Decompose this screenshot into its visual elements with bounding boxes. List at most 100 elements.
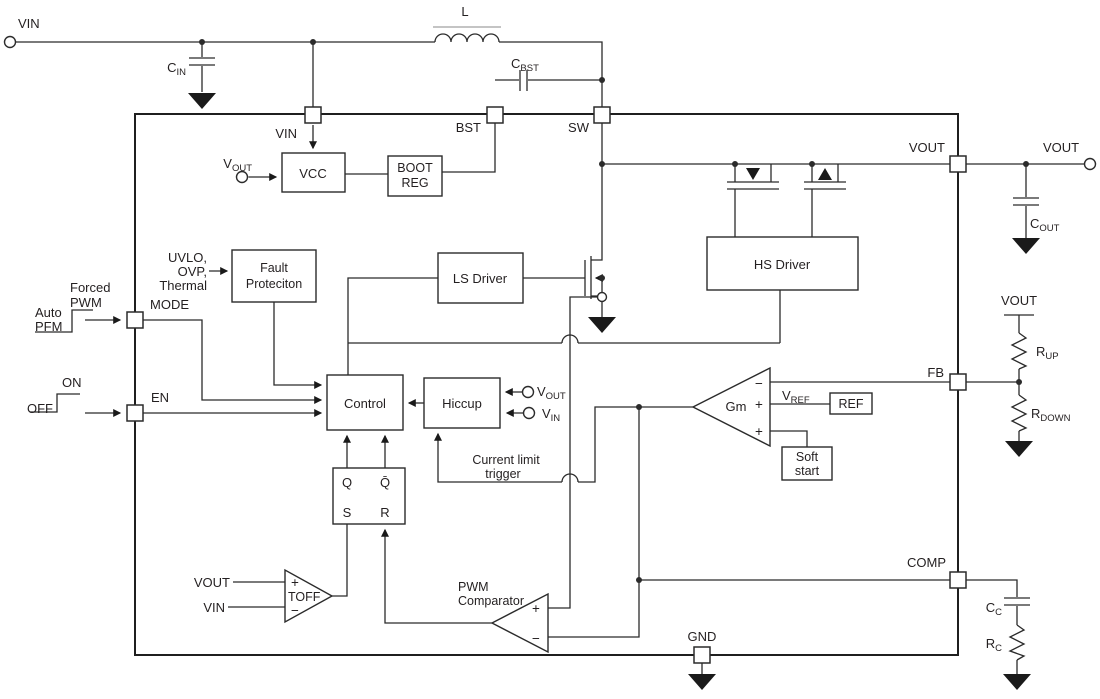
junction-dots	[199, 39, 1029, 583]
cin-ground-symbol	[188, 93, 216, 109]
ref-block-label: REF	[839, 397, 864, 411]
gm-plus-bot-sign: +	[755, 424, 763, 439]
vcc-block-label: VCC	[299, 166, 326, 181]
vout-terminal	[1083, 157, 1097, 171]
forced-pwm-label: PWM	[70, 295, 102, 310]
hiccup-vin-terminal	[522, 406, 536, 420]
flipflop-qbar-label: Q̄	[380, 475, 390, 490]
current-limit-label-1: Current limit	[472, 453, 540, 467]
en-step-symbol	[30, 393, 80, 413]
bst-pin	[486, 106, 504, 124]
gm-label: Gm	[726, 399, 747, 414]
rc-resistor	[1008, 624, 1026, 661]
lowside-power-fet	[584, 256, 616, 333]
control-label: Control	[344, 396, 386, 411]
fb-divider-wire	[1004, 314, 1034, 441]
toff-input-wires	[228, 581, 285, 608]
hiccup-vout-label: VOUT	[537, 384, 566, 402]
inductor-label: L	[461, 4, 468, 19]
cbst-plates	[519, 70, 528, 91]
vout-rail-label: VOUT	[1001, 293, 1037, 308]
vout-pin	[949, 155, 967, 173]
rdown-resistor	[1010, 394, 1028, 432]
flipflop-s-label: S	[343, 505, 352, 520]
ls-driver-block	[437, 252, 524, 304]
soft-start-label-2: start	[795, 464, 820, 478]
mode-to-control-wire	[143, 319, 323, 404]
vout-terminal-label: VOUT	[1043, 140, 1079, 155]
pwm-comparator-label-2: Comparator	[458, 594, 524, 608]
flipflop-q-label: Q	[342, 475, 352, 490]
mode-pin	[126, 311, 144, 329]
toff-vout-label: VOUT	[194, 575, 230, 590]
ls-fet-ground-symbol	[588, 317, 616, 333]
rup-resistor	[1010, 332, 1028, 370]
hs-driver-label: HS Driver	[754, 257, 811, 272]
ref-block	[829, 392, 873, 415]
auto-label: Auto	[35, 305, 62, 320]
hop-climit-over-sense	[561, 473, 579, 483]
en-pin	[126, 404, 144, 422]
junction-dot	[599, 161, 605, 167]
boot-reg-block	[387, 155, 443, 197]
fault-block-label-1: Fault	[260, 261, 288, 275]
uvlo-label-2: OVP,	[178, 264, 207, 279]
highside-fet-1	[727, 164, 779, 190]
fb-pin-label: FB	[927, 365, 944, 380]
junction-dot	[310, 39, 316, 45]
fb-pin	[949, 373, 967, 391]
vcc-block	[281, 152, 346, 193]
control-block	[326, 374, 404, 431]
boot-reg-label-2: REG	[401, 176, 428, 190]
cout-plates	[1013, 197, 1039, 206]
on-label: ON	[62, 375, 82, 390]
capacitor-cin	[188, 57, 216, 109]
hs-fet2-body	[804, 164, 846, 190]
fault-protection-block	[231, 249, 317, 303]
inductor-coil	[434, 33, 500, 43]
hs-driver-block	[706, 236, 859, 291]
pwm-minus-sign: −	[532, 631, 540, 646]
hiccup-label: Hiccup	[442, 396, 482, 411]
toff-comparator-symbol	[284, 568, 334, 624]
toff-minus-sign: −	[291, 603, 299, 618]
uvlo-label-3: Thermal	[159, 278, 207, 293]
fb-divider	[1005, 332, 1033, 457]
junction-dot	[732, 161, 738, 167]
sr-flipflop-block	[332, 467, 406, 525]
comp-network	[1003, 597, 1031, 690]
junction-dot	[636, 404, 642, 410]
en-pin-label: EN	[151, 390, 169, 405]
vout-source-terminal	[235, 170, 249, 184]
uvlo-label-1: UVLO,	[168, 250, 207, 265]
auto-pfm-label: PFM	[35, 319, 62, 334]
junction-dot	[1023, 161, 1029, 167]
wires	[15, 41, 1085, 674]
gm-plus-mid-sign: +	[755, 397, 763, 412]
ls-driver-label: LS Driver	[453, 271, 508, 286]
junction-dot	[1016, 379, 1022, 385]
sw-drop-wire	[591, 123, 603, 261]
pwm-comparator-label-1: PWM	[458, 580, 489, 594]
current-limit-wire	[438, 406, 639, 483]
sw-pin	[593, 106, 611, 124]
toff-plus-sign: +	[291, 575, 299, 590]
ls-fet-body	[584, 256, 603, 299]
hs-fet2-diode-arrow	[818, 168, 832, 180]
flipflop-r-label: R	[380, 505, 389, 520]
sense-wire	[548, 296, 597, 609]
rdown-ground-symbol	[1005, 441, 1033, 457]
off-label: OFF	[27, 401, 53, 416]
toff-label: TOFF	[288, 590, 321, 604]
hsdriver-gate-leads	[734, 189, 813, 237]
cout-ground-symbol	[1012, 238, 1040, 254]
soft-start-block	[781, 446, 833, 481]
pwm-plus-sign: +	[532, 601, 540, 616]
mode-step-symbol	[35, 309, 93, 333]
forced-label: Forced	[70, 280, 110, 295]
vout-pin-label: VOUT	[909, 140, 945, 155]
inductor	[433, 26, 501, 43]
comp-pin-label: COMP	[907, 555, 946, 570]
